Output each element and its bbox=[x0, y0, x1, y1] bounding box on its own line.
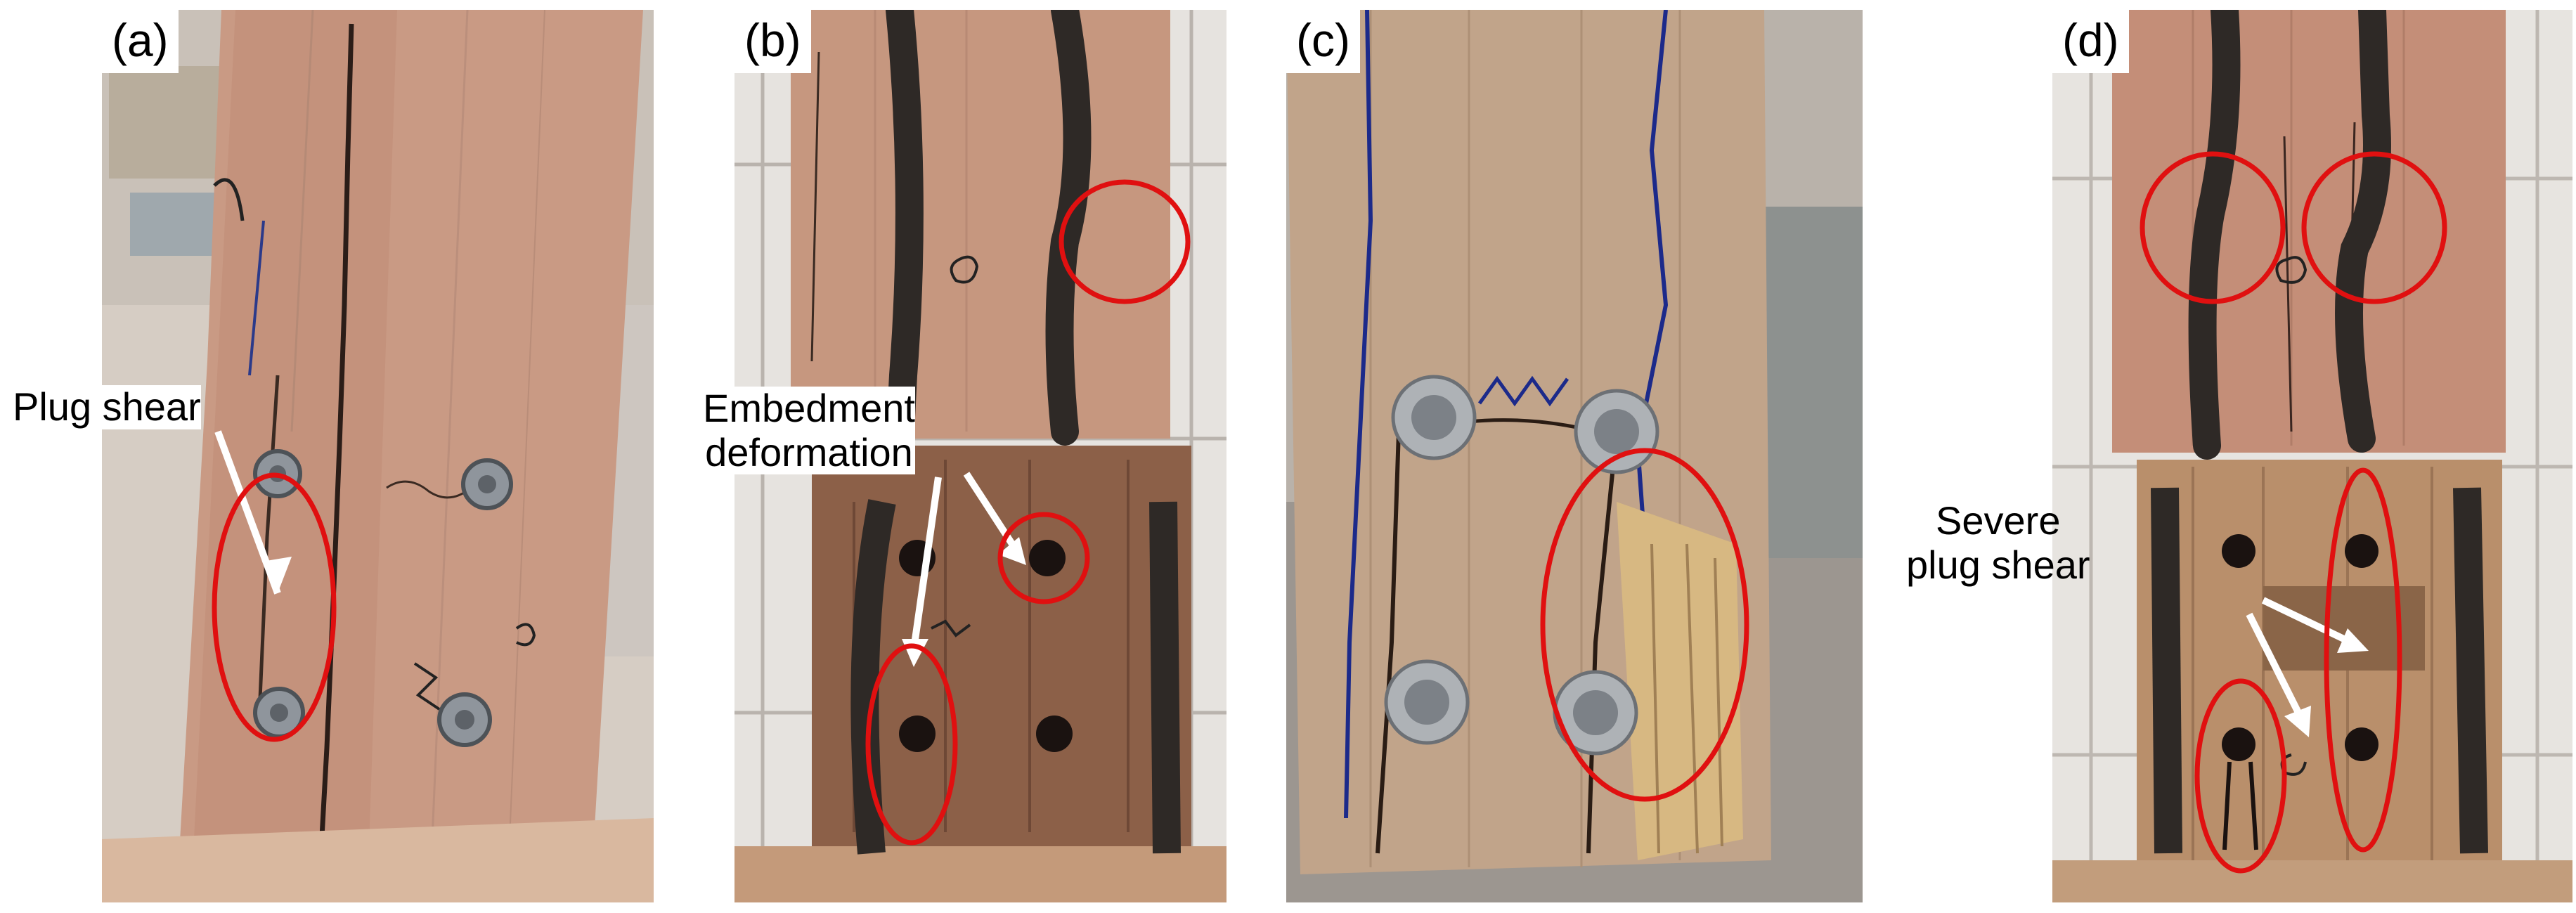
photo-d bbox=[2052, 10, 2572, 902]
annotation-line: plug shear bbox=[1906, 542, 2090, 587]
annotation-embedment-deformation: Embedment deformation bbox=[703, 386, 915, 475]
annotation-plug-shear: Plug shear bbox=[13, 384, 201, 429]
annotation-line: Severe bbox=[1936, 498, 2061, 543]
annotation-line: Plug shear bbox=[13, 384, 201, 429]
panel-b: (b) bbox=[734, 10, 1226, 902]
panel-a: (a) bbox=[102, 10, 654, 902]
photo-b bbox=[734, 10, 1226, 902]
photo-c bbox=[1286, 10, 1863, 902]
photo-a bbox=[102, 10, 654, 902]
panel-d: (d) bbox=[2052, 10, 2572, 902]
panel-label: (a) bbox=[102, 10, 179, 73]
panel-label: (b) bbox=[734, 10, 811, 73]
panel-c: (c) bbox=[1286, 10, 1863, 902]
panel-label: (c) bbox=[1286, 10, 1360, 73]
annotation-severe-plug-shear: Severe plug shear bbox=[1906, 498, 2090, 587]
panel-label: (d) bbox=[2052, 10, 2129, 73]
annotation-line: deformation bbox=[705, 429, 913, 474]
annotation-line: Embedment bbox=[703, 386, 915, 430]
